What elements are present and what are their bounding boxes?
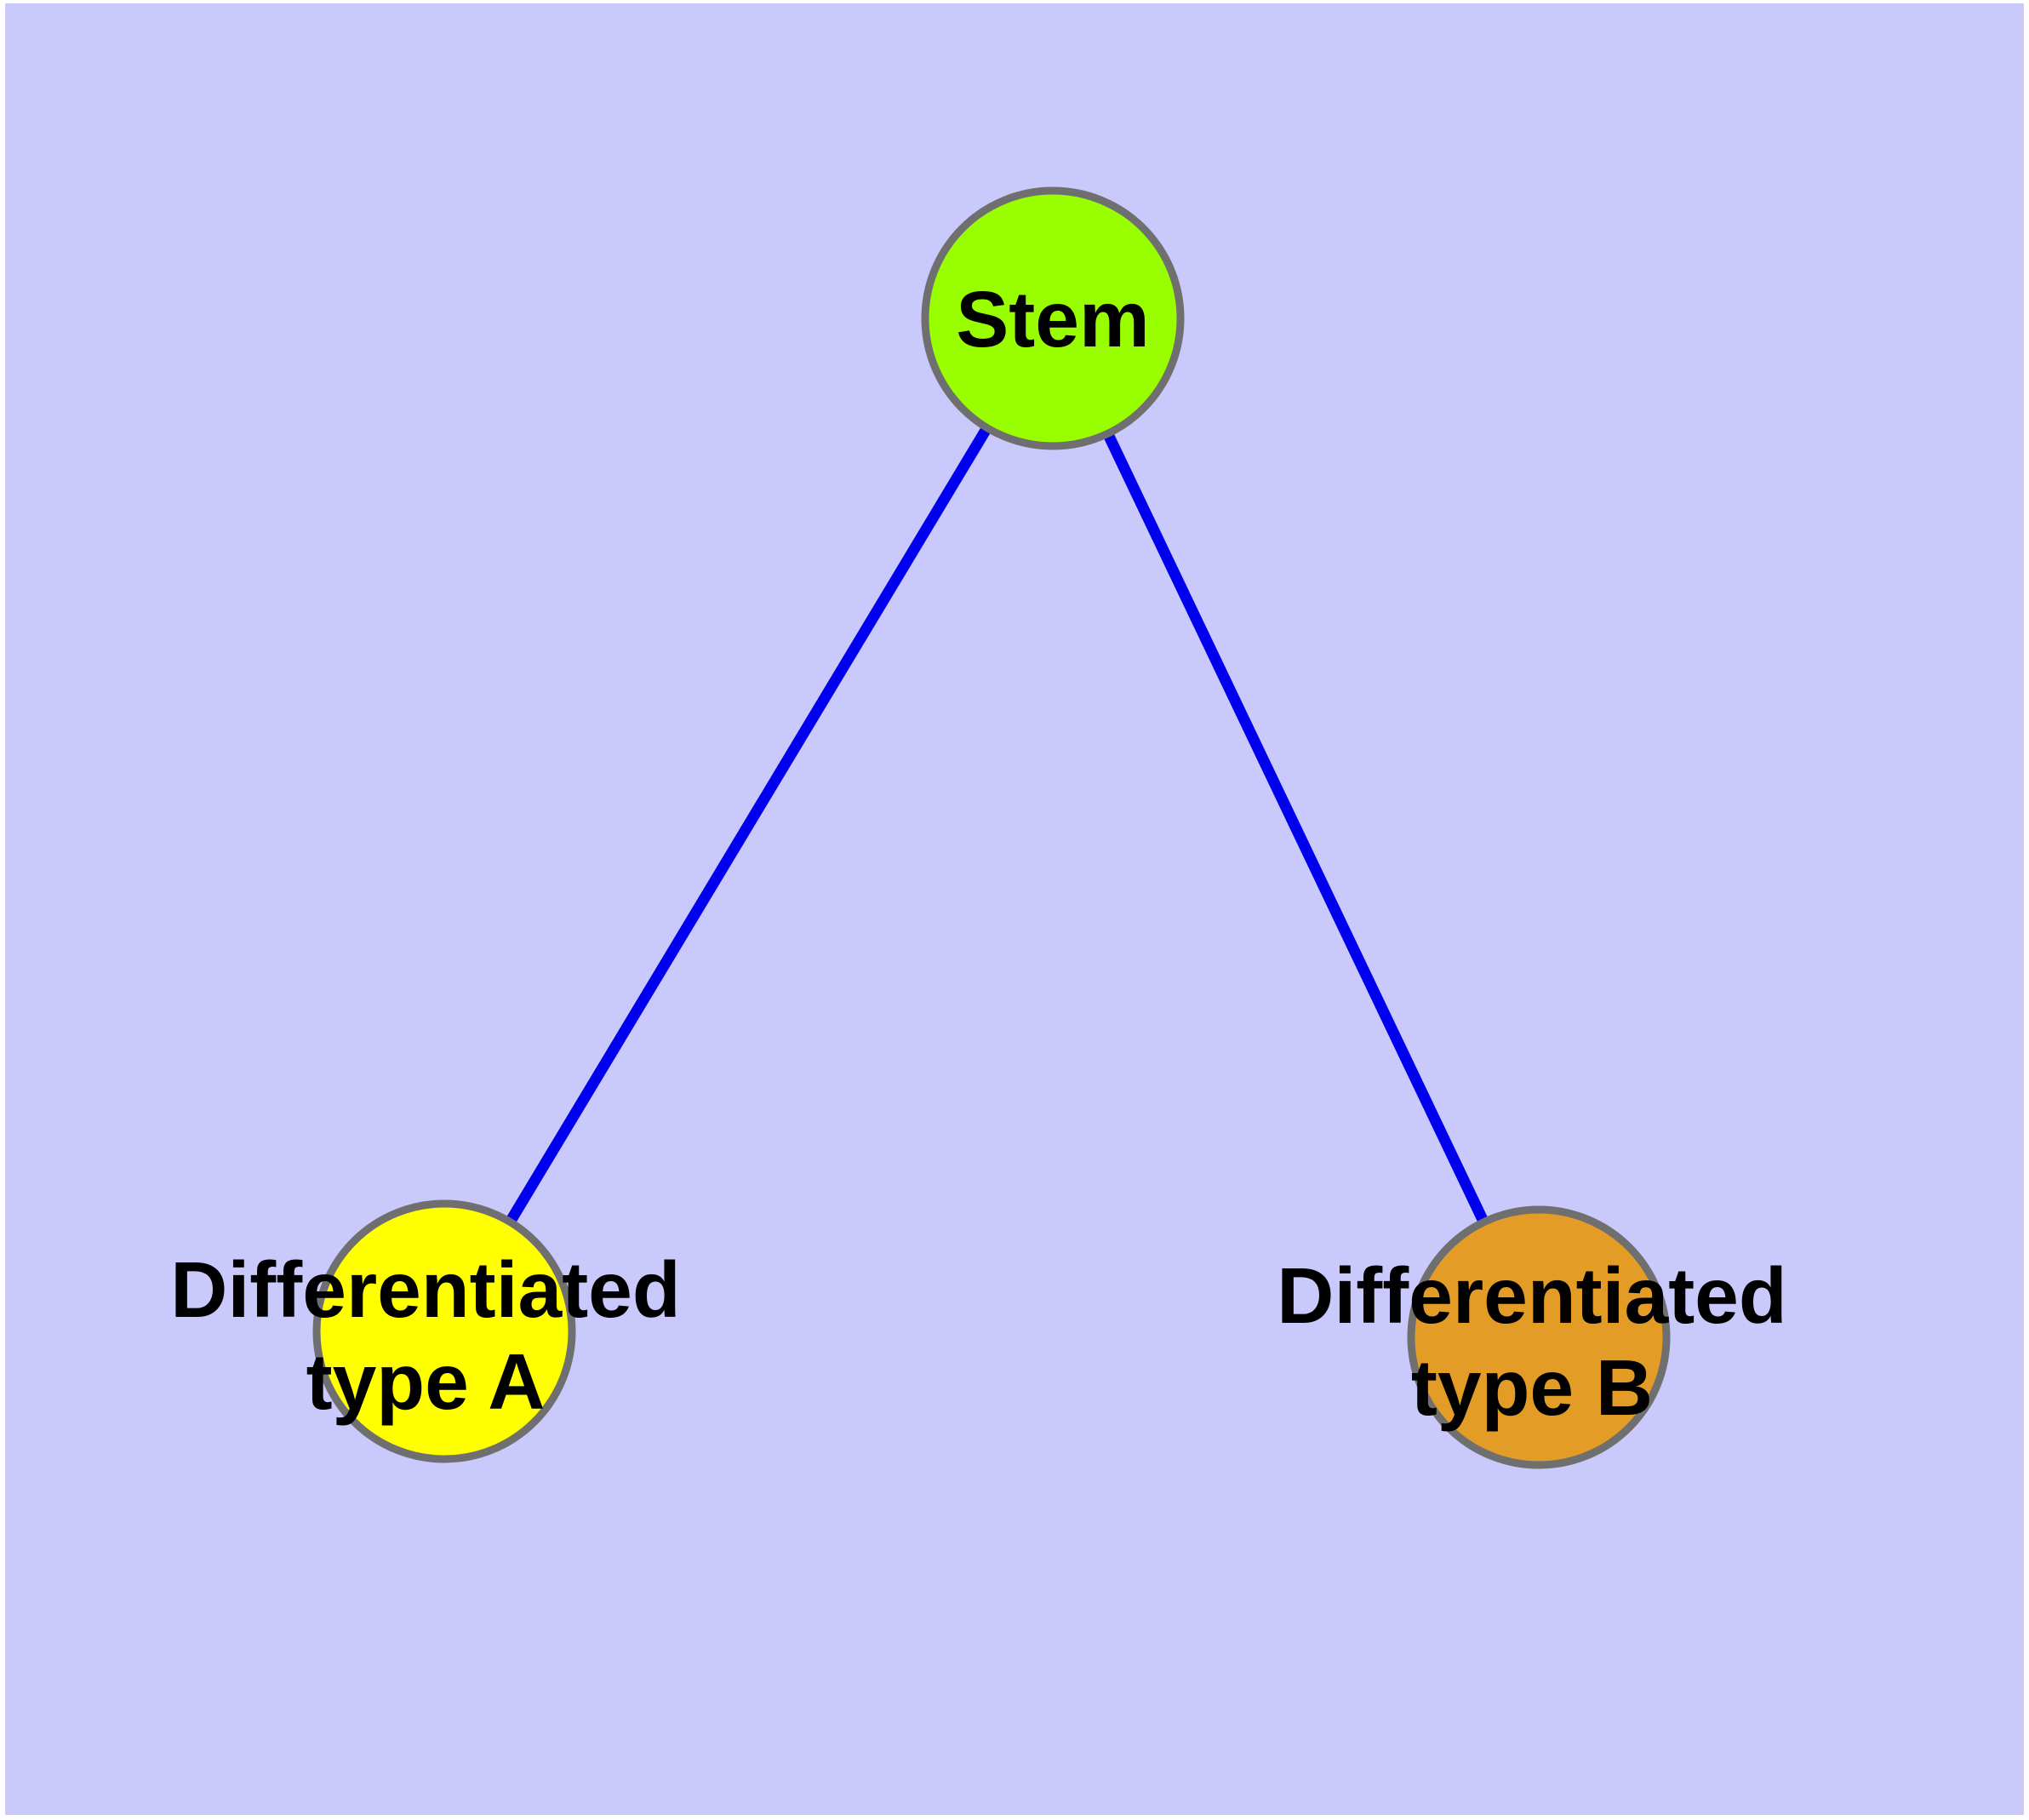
differentiated-type-a-label-line1: Differentiated bbox=[170, 1245, 680, 1334]
edge-stem-to-type-b bbox=[1048, 316, 1544, 1340]
differentiated-type-b-node bbox=[1407, 1205, 1671, 1469]
differentiated-type-b-label-line1: Differentiated bbox=[1277, 1251, 1786, 1340]
differentiated-type-b-label-line2: type B bbox=[1411, 1343, 1653, 1432]
differentiated-type-a-label-line2: type A bbox=[306, 1337, 546, 1426]
stem-node bbox=[921, 186, 1185, 450]
stem-node-label: Stem bbox=[956, 275, 1149, 363]
differentiated-type-a-node bbox=[312, 1199, 576, 1463]
edge-stem-to-type-a bbox=[439, 315, 1058, 1335]
